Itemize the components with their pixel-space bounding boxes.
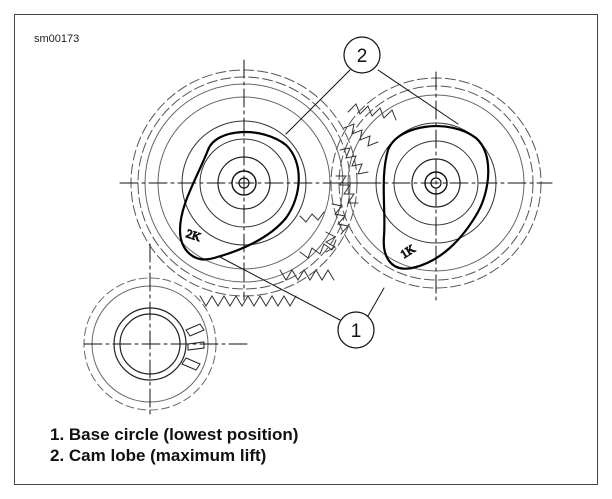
right-cam-lobe (382, 125, 490, 270)
callout-leaders (217, 69, 459, 321)
mark-2k: 2K (184, 226, 203, 244)
crank-gear (83, 243, 251, 417)
callout-1: 1 (337, 311, 375, 349)
figure-frame (14, 14, 598, 485)
svg-text:2: 2 (357, 46, 368, 67)
legend: 1. Base circle (lowest position) 2. Cam … (50, 424, 298, 466)
legend-item: 2. Cam lobe (maximum lift) (50, 446, 267, 465)
callout-2: 2 (343, 36, 381, 74)
left-cam-sprocket (119, 59, 373, 301)
gear-teeth (199, 103, 397, 307)
legend-item: 1. Base circle (lowest position) (50, 425, 299, 444)
svg-text:1: 1 (351, 321, 362, 342)
reference-code: sm00173 (34, 33, 80, 45)
mark-1k: 1K (398, 241, 418, 261)
left-cam-lobe (178, 130, 300, 261)
right-cam-sprocket (330, 71, 553, 301)
